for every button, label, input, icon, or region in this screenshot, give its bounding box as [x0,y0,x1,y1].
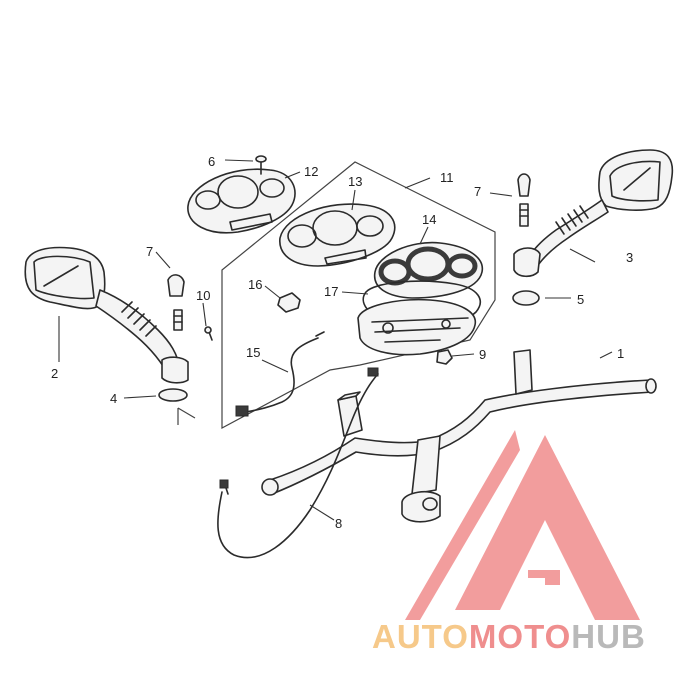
watermark-moto: MOTO [469,618,571,655]
callout-1: 1 [617,346,624,361]
watermark-text: AUTOMOTOHUB [372,618,646,655]
callout-8: 8 [335,516,342,531]
instrument-cover [187,168,296,234]
watermark-triangle-outer [405,430,520,620]
nut [436,349,453,365]
watermark-hub: HUB [571,618,646,655]
watermark-g-mark [528,570,560,585]
callout-14: 14 [422,212,436,227]
callout-5: 5 [577,292,584,307]
watermark-logo [405,430,640,620]
instrument-housing [357,298,476,356]
callout-2: 2 [51,366,58,381]
right-mirror [513,149,674,278]
callout-7-right: 7 [474,184,481,199]
callout-6: 6 [208,154,215,169]
small-screw [204,326,213,341]
callout-17: 17 [324,284,338,299]
assembly-box-tail [177,407,196,425]
screw-top [255,155,267,175]
left-washer [158,388,188,402]
callout-4: 4 [110,391,117,406]
callout-15: 15 [246,345,260,360]
left-mirror [24,246,189,384]
right-mirror-bolt [517,173,531,227]
callout-12: 12 [304,164,318,179]
callout-9: 9 [479,347,486,362]
handlebar [261,349,657,523]
lens-gasket [373,241,484,299]
throttle-cable [217,367,379,559]
grommet [277,292,301,313]
callout-3: 3 [626,250,633,265]
watermark-auto: AUTO [372,618,469,655]
watermark-triangle [455,435,640,620]
callout-11: 11 [440,170,454,185]
callout-10: 10 [196,288,210,303]
dial-face [279,203,396,267]
callout-7-left: 7 [146,244,153,259]
right-washer [512,290,540,306]
callout-13: 13 [348,174,362,189]
wire-harness [235,331,325,417]
callout-16: 16 [248,277,262,292]
left-mirror-bolt [167,274,185,331]
leader-lines [58,159,613,521]
